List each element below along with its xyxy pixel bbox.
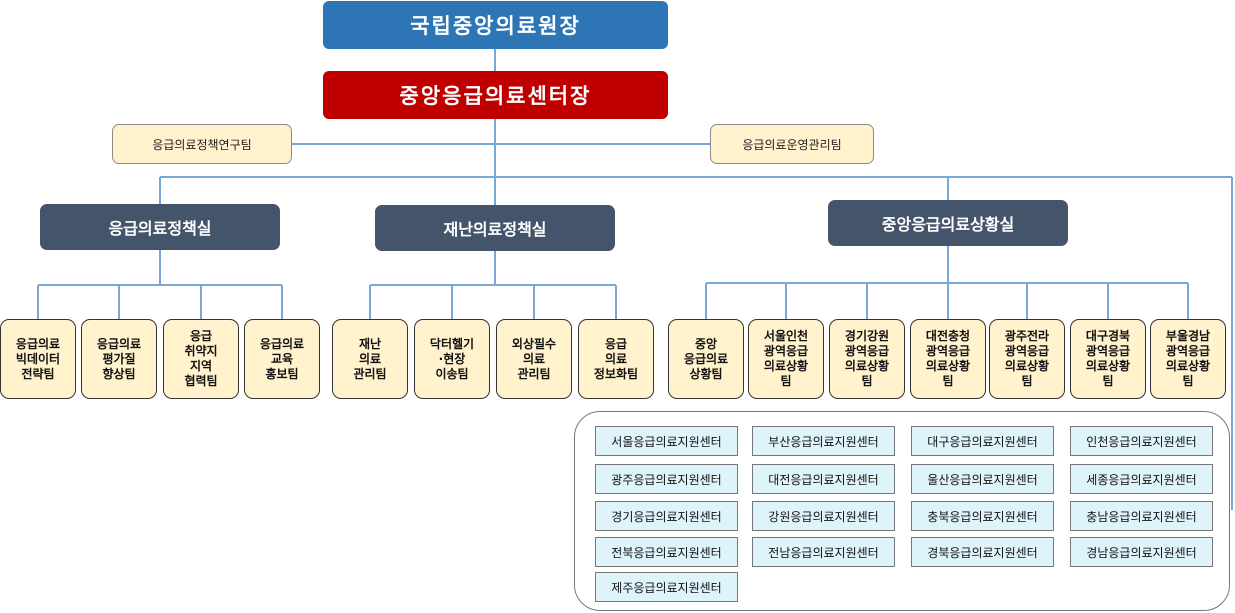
team-line: 광역응급 xyxy=(1004,344,1050,358)
team-disaster-management: 재난 의료 관리팀 xyxy=(332,319,408,399)
team-line: 팀 xyxy=(1021,374,1033,388)
team-line: 의료 xyxy=(604,351,628,366)
team-line: 전략팀 xyxy=(21,366,55,381)
office-disaster-policy: 재난의료정책실 xyxy=(375,205,615,251)
team-line: 의료상황 xyxy=(1165,359,1211,373)
support-center-gyeonggi: 경기응급의료지원센터 xyxy=(595,501,738,531)
team-line: 팀 xyxy=(861,374,873,388)
team-gyeonggi-gangwon: 경기강원 광역응급 의료상황 팀 xyxy=(829,319,905,399)
support-center-busan: 부산응급의료지원센터 xyxy=(752,426,895,456)
team-trauma: 외상필수 의료 관리팀 xyxy=(496,319,572,399)
team-line: 취약지 xyxy=(184,344,218,358)
team-line: 협력팀 xyxy=(184,374,218,388)
team-line: 광역응급 xyxy=(1085,344,1131,358)
team-line: 의료 xyxy=(522,351,546,366)
support-center-sejong: 세종응급의료지원센터 xyxy=(1070,464,1213,494)
support-center-ulsan: 울산응급의료지원센터 xyxy=(911,464,1054,494)
center-head-box: 중앙응급의료센터장 xyxy=(323,71,668,119)
team-line: 응급 xyxy=(604,336,628,351)
team-line: 대전충청 xyxy=(925,329,971,343)
team-line: 의료상황 xyxy=(925,359,971,373)
team-line: 닥터헬기 xyxy=(429,336,475,351)
team-daegu-gyeongbuk: 대구경북 광역응급 의료상황 팀 xyxy=(1070,319,1146,399)
team-line: 관리팀 xyxy=(353,366,387,381)
team-vulnerable-region: 응급 취약지 지역 협력팀 xyxy=(163,319,239,399)
support-center-daegu: 대구응급의료지원센터 xyxy=(911,426,1054,456)
support-center-gyeongbuk: 경북응급의료지원센터 xyxy=(911,537,1054,567)
team-line: 의료 xyxy=(358,351,382,366)
team-line: 홍보팀 xyxy=(265,366,299,381)
office-situation-room: 중앙응급의료상황실 xyxy=(828,200,1068,246)
team-line: 대구경북 xyxy=(1085,329,1131,343)
support-center-jeonnam: 전남응급의료지원센터 xyxy=(752,537,895,567)
team-line: 의료상황 xyxy=(844,359,890,373)
team-line: 외상필수 xyxy=(511,336,557,351)
team-informatization: 응급 의료 정보화팀 xyxy=(578,319,654,399)
support-center-chungnam: 충남응급의료지원센터 xyxy=(1070,501,1213,531)
office-emergency-policy: 응급의료정책실 xyxy=(40,204,280,250)
team-education-pr: 응급의료 교육 홍보팀 xyxy=(244,319,320,399)
team-line: 교육 xyxy=(270,351,294,366)
team-line: 응급 xyxy=(189,329,213,343)
support-center-jeju: 제주응급의료지원센터 xyxy=(595,572,738,602)
team-line: 빅데이터 xyxy=(15,351,61,366)
team-line: 팀 xyxy=(780,374,792,388)
team-busan-ulsan-gyeongnam: 부울경남 광역응급 의료상황 팀 xyxy=(1150,319,1226,399)
support-center-gangwon: 강원응급의료지원센터 xyxy=(752,501,895,531)
team-line: 이송팀 xyxy=(435,366,469,381)
support-center-daejeon: 대전응급의료지원센터 xyxy=(752,464,895,494)
team-central-situation: 중앙 응급의료 상황팀 xyxy=(668,319,744,399)
team-seoul-incheon: 서울인천 광역응급 의료상황 팀 xyxy=(748,319,824,399)
staff-team-policy-research: 응급의료정책연구팀 xyxy=(112,124,292,164)
team-line: 팀 xyxy=(942,374,954,388)
team-line: 응급의료 xyxy=(15,336,61,351)
team-line: 의료상황 xyxy=(763,359,809,373)
team-line: 팀 xyxy=(1102,374,1114,388)
team-line: 의료상황 xyxy=(1085,359,1131,373)
team-line: 광역응급 xyxy=(1165,344,1211,358)
team-line: 서울인천 xyxy=(763,329,809,343)
team-gwangju-jeolla: 광주전라 광역응급 의료상황 팀 xyxy=(989,319,1065,399)
team-line: 관리팀 xyxy=(517,366,551,381)
team-line: 응급의료 xyxy=(259,336,305,351)
support-center-chungbuk: 충북응급의료지원센터 xyxy=(911,501,1054,531)
team-line: 중앙 xyxy=(694,336,718,351)
support-center-incheon: 인천응급의료지원센터 xyxy=(1070,426,1213,456)
team-line: 팀 xyxy=(1182,374,1194,388)
team-line: 평가질 xyxy=(102,351,136,366)
team-line: 광역응급 xyxy=(925,344,971,358)
team-line: 응급의료 xyxy=(683,351,729,366)
team-line: 응급의료 xyxy=(96,336,142,351)
team-line: 광역응급 xyxy=(844,344,890,358)
team-quality: 응급의료 평가질 향상팀 xyxy=(81,319,157,399)
support-center-gwangju: 광주응급의료지원센터 xyxy=(595,464,738,494)
support-center-jeonbuk: 전북응급의료지원센터 xyxy=(595,537,738,567)
team-doctor-heli: 닥터헬기 ·현장 이송팀 xyxy=(414,319,490,399)
team-line: 향상팀 xyxy=(102,366,136,381)
team-line: 지역 xyxy=(189,359,213,373)
team-line: 부울경남 xyxy=(1165,329,1211,343)
team-bigdata-strategy: 응급의료 빅데이터 전략팀 xyxy=(0,319,76,399)
team-line: 상황팀 xyxy=(689,366,723,381)
staff-team-operations: 응급의료운영관리팀 xyxy=(710,124,874,164)
team-line: ·현장 xyxy=(438,351,466,366)
team-daejeon-chungcheong: 대전충청 광역응급 의료상황 팀 xyxy=(910,319,986,399)
team-line: 정보화팀 xyxy=(593,366,639,381)
team-line: 광주전라 xyxy=(1004,329,1050,343)
team-line: 광역응급 xyxy=(763,344,809,358)
team-line: 의료상황 xyxy=(1004,359,1050,373)
team-line: 경기강원 xyxy=(844,329,890,343)
support-center-seoul: 서울응급의료지원센터 xyxy=(595,426,738,456)
support-center-gyeongnam: 경남응급의료지원센터 xyxy=(1070,537,1213,567)
director-box: 국립중앙의료원장 xyxy=(323,1,668,49)
team-line: 재난 xyxy=(358,336,382,351)
